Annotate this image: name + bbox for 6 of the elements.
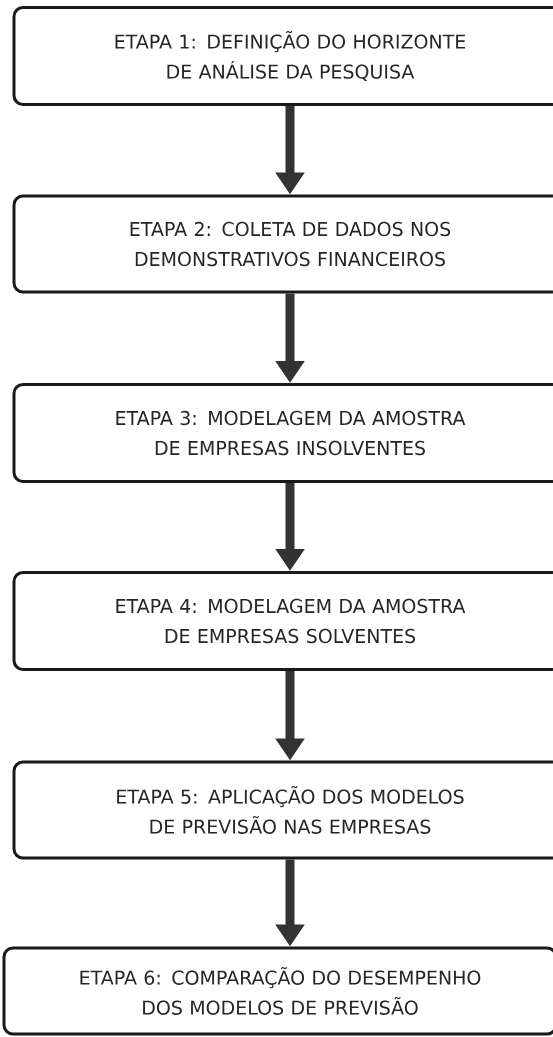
process-box: ETAPA 6: COMPARAÇÃO DO DESEMPENHO DOS MODELOS DE PREVISÃO xyxy=(2,946,553,1036)
process-box: ETAPA 3: MODELAGEM DA AMOSTRA DE EMPRESAS INSOLVENTES xyxy=(12,383,553,483)
process-box: ETAPA 2: COLETA DE DADOS NOS DEMONSTRATIVOS FINANCEIROS xyxy=(12,194,553,294)
process-box: ETAPA 1: DEFINIÇÃO DO HORIZONTE DE ANÁLISE DA PESQUISA xyxy=(12,6,553,106)
process-box: ETAPA 4: MODELAGEM DA AMOSTRA DE EMPRESAS SOLVENTES xyxy=(12,571,553,671)
process-box: ETAPA 5: APLICAÇÃO DOS MODELOS DE PREVISÃO NAS EMPRESAS xyxy=(12,760,553,860)
